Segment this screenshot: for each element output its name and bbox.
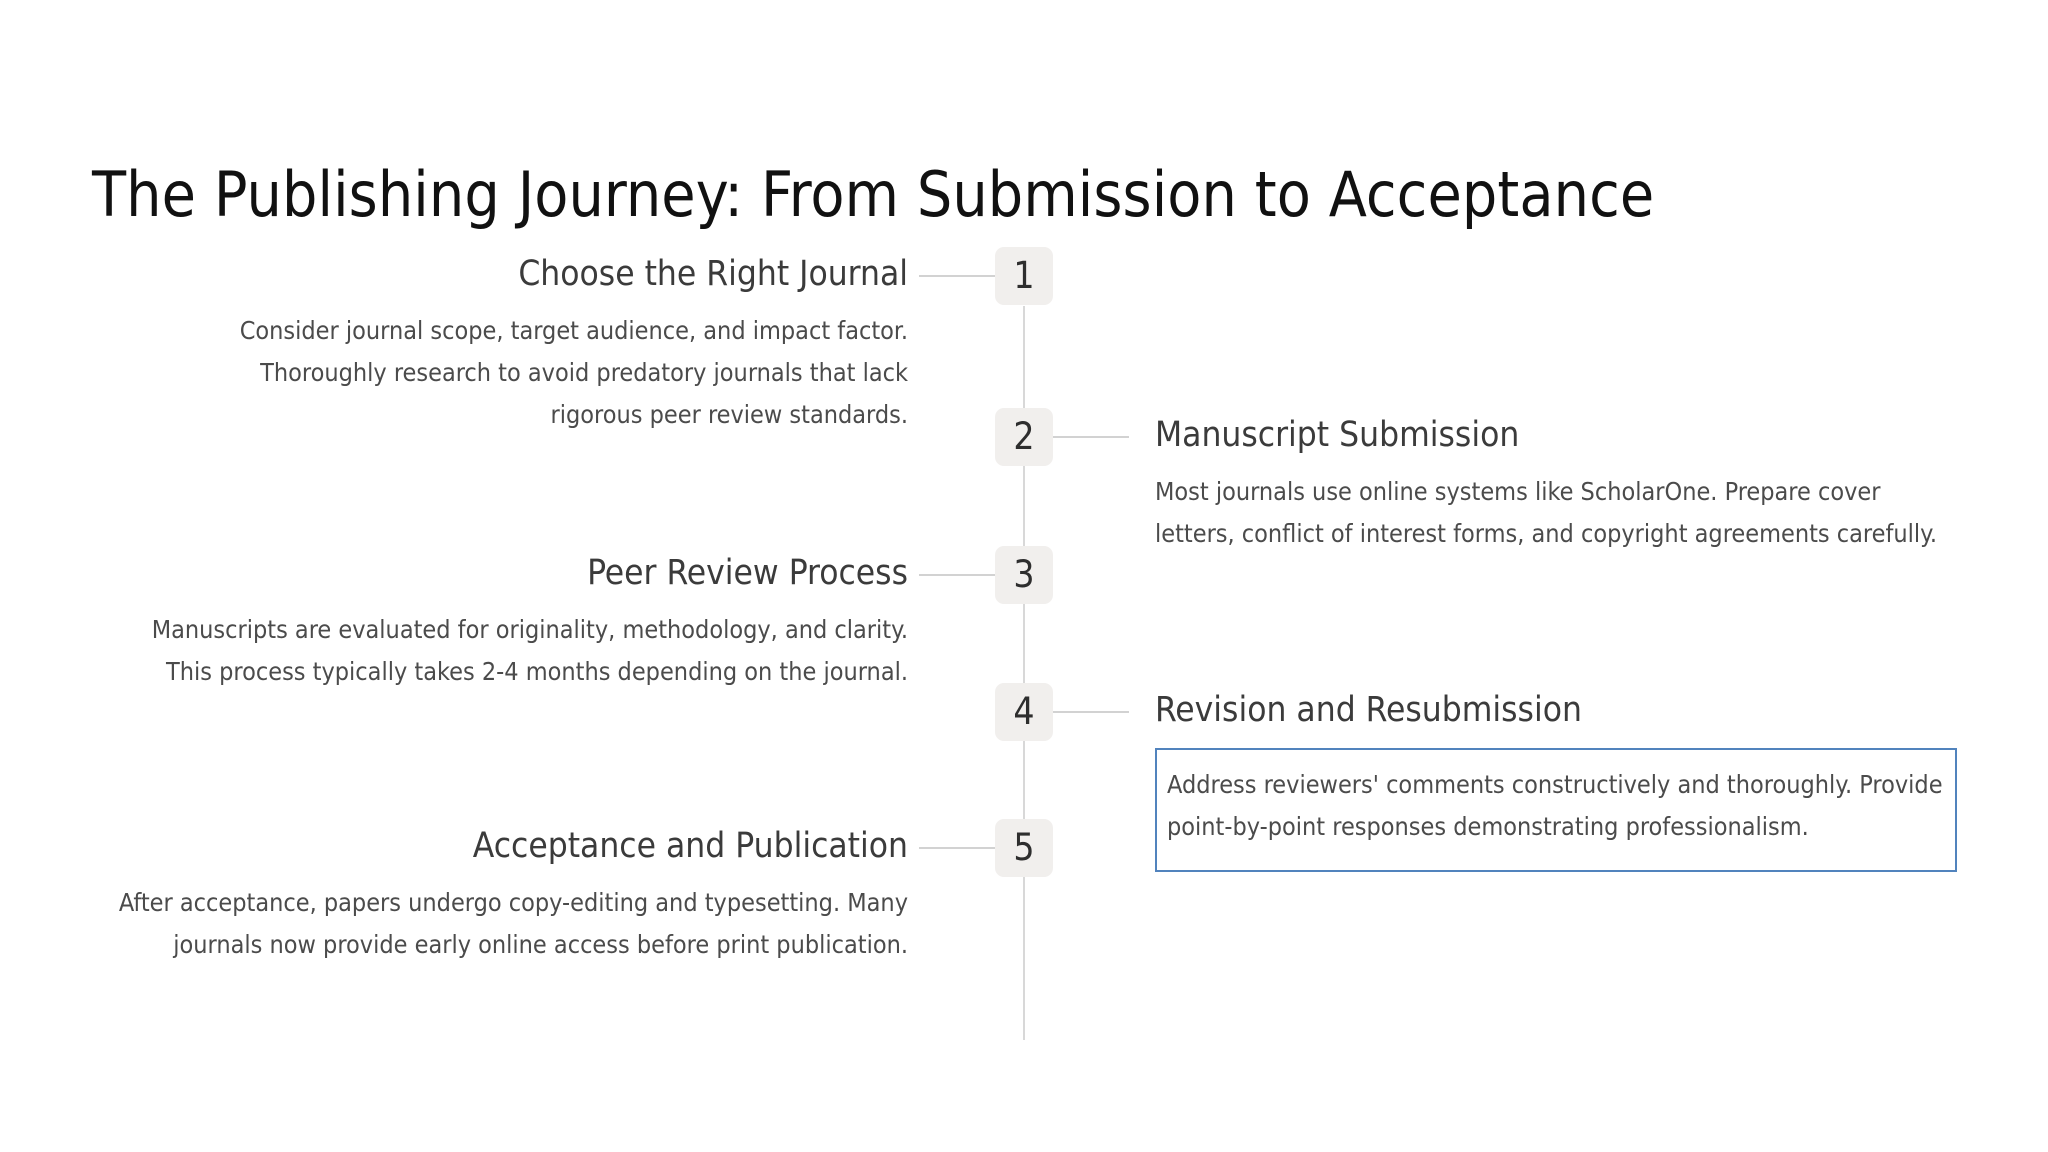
step-connector-line: [1053, 436, 1129, 438]
step-number-badge[interactable]: 5: [995, 819, 1053, 877]
step-description: After acceptance, papers undergo copy-ed…: [118, 888, 908, 959]
step-description: Consider journal scope, target audience,…: [239, 316, 908, 429]
step-connector-line: [919, 574, 995, 576]
step-number-badge[interactable]: 4: [995, 683, 1053, 741]
step-connector-line: [919, 847, 995, 849]
step-connector-line: [1053, 711, 1129, 713]
page-title: The Publishing Journey: From Submission …: [92, 157, 1655, 231]
step-title: Manuscript Submission: [1155, 415, 1520, 455]
step-title: Peer Review Process: [587, 553, 908, 593]
step-number-badge[interactable]: 1: [995, 247, 1053, 305]
step-description: Manuscripts are evaluated for originalit…: [151, 615, 908, 686]
step-title: Choose the Right Journal: [518, 254, 908, 294]
step-description: Most journals use online systems like Sc…: [1155, 477, 1938, 548]
timeline-spine: [1023, 306, 1025, 1040]
step-number-badge[interactable]: 3: [995, 546, 1053, 604]
step-description-highlighted[interactable]: Address reviewers' comments constructive…: [1155, 748, 1957, 872]
step-title: Acceptance and Publication: [472, 826, 908, 866]
step-title: Revision and Resubmission: [1155, 690, 1582, 730]
step-connector-line: [919, 275, 995, 277]
step-number-badge[interactable]: 2: [995, 408, 1053, 466]
